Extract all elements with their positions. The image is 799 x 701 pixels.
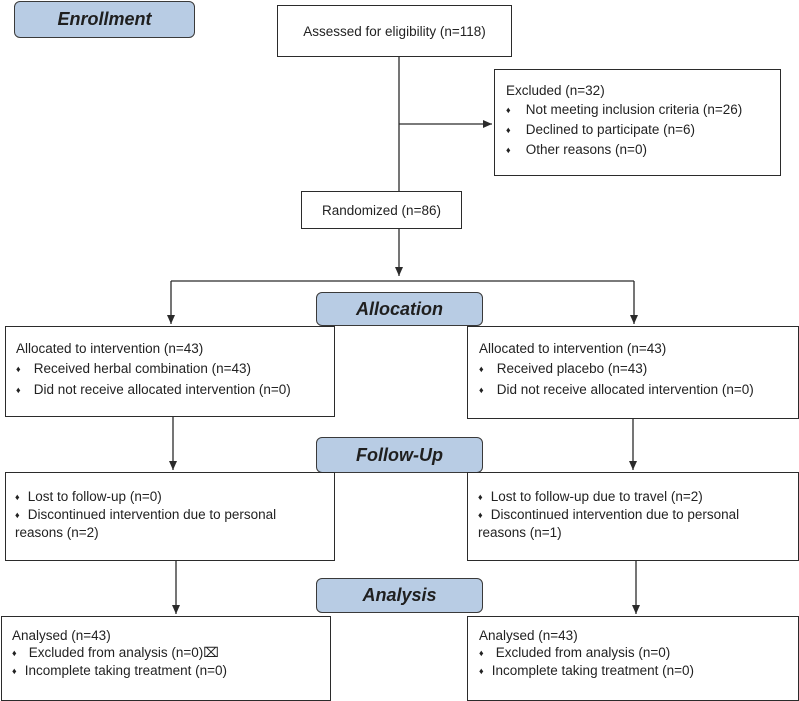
allocation-left-box: Allocated to intervention (n=43) ♦ Recei…	[5, 326, 335, 417]
phase-label-enrollment: Enrollment	[14, 1, 195, 38]
analysis-right-item: ♦ Excluded from analysis (n=0)	[479, 645, 671, 660]
bullet-icon: ♦	[16, 364, 21, 374]
followup-left-item: ♦ Discontinued intervention due to perso…	[15, 507, 277, 522]
allocation-left-item: ♦ Did not receive allocated intervention…	[16, 382, 291, 397]
bullet-icon: ♦	[479, 385, 484, 395]
analysis-left-item: ♦ Incomplete taking treatment (n=0)	[12, 663, 227, 678]
analysis-right-box: Analysed (n=43) ♦ Excluded from analysis…	[467, 616, 799, 701]
analysis-left-title: Analysed (n=43)	[12, 628, 111, 643]
allocation-right-box: Allocated to intervention (n=43) ♦ Recei…	[467, 326, 799, 419]
bullet-icon: ♦	[16, 385, 21, 395]
bullet-icon: ♦	[479, 648, 484, 658]
analysis-right-title: Analysed (n=43)	[479, 628, 578, 643]
analysis-left-box: Analysed (n=43) ♦ Excluded from analysis…	[1, 616, 331, 701]
followup-left-item: ♦ Lost to follow-up (n=0)	[15, 489, 162, 504]
phase-label-analysis: Analysis	[316, 578, 483, 613]
analysis-right-item: ♦ Incomplete taking treatment (n=0)	[479, 663, 694, 678]
bullet-icon: ♦	[479, 666, 484, 676]
followup-right-box: ♦ Lost to follow-up due to travel (n=2) …	[467, 472, 799, 561]
bullet-icon: ♦	[506, 125, 511, 135]
phase-label-follow-up: Follow-Up	[316, 437, 483, 473]
allocation-right-item: ♦ Did not receive allocated intervention…	[479, 382, 754, 397]
excluded-item: ♦ Other reasons (n=0)	[506, 142, 647, 157]
allocation-right-title: Allocated to intervention (n=43)	[479, 341, 667, 356]
phase-label-allocation: Allocation	[316, 292, 483, 326]
followup-left-item-continued: reasons (n=2)	[15, 525, 99, 540]
followup-left-box: ♦ Lost to follow-up (n=0) ♦ Discontinued…	[5, 472, 335, 561]
excluded-box: Excluded (n=32) ♦ Not meeting inclusion …	[494, 69, 781, 176]
bullet-icon: ♦	[12, 648, 17, 658]
bullet-icon: ♦	[506, 145, 511, 155]
followup-right-item: ♦ Lost to follow-up due to travel (n=2)	[478, 489, 703, 504]
bullet-icon: ♦	[15, 510, 20, 520]
bullet-icon: ♦	[479, 364, 484, 374]
followup-right-item: ♦ Discontinued intervention due to perso…	[478, 507, 740, 522]
analysis-left-item: ♦ Excluded from analysis (n=0)⌧	[12, 645, 219, 660]
bullet-icon: ♦	[15, 492, 20, 502]
excluded-item: ♦ Declined to participate (n=6)	[506, 122, 695, 137]
randomized-text: Randomized (n=86)	[322, 202, 441, 218]
allocation-left-title: Allocated to intervention (n=43)	[16, 341, 204, 356]
assessed-box: Assessed for eligibility (n=118)	[277, 5, 512, 57]
randomized-box: Randomized (n=86)	[301, 191, 462, 229]
bullet-icon: ♦	[478, 510, 483, 520]
allocation-left-item: ♦ Received herbal combination (n=43)	[16, 361, 252, 376]
bullet-icon: ♦	[12, 666, 17, 676]
bullet-icon: ♦	[478, 492, 483, 502]
allocation-right-item: ♦ Received placebo (n=43)	[479, 361, 648, 376]
bullet-icon: ♦	[506, 105, 511, 115]
excluded-item: ♦ Not meeting inclusion criteria (n=26)	[506, 102, 743, 117]
assessed-text: Assessed for eligibility (n=118)	[303, 23, 486, 39]
followup-right-item-continued: reasons (n=1)	[478, 525, 562, 540]
excluded-title: Excluded (n=32)	[506, 83, 605, 98]
